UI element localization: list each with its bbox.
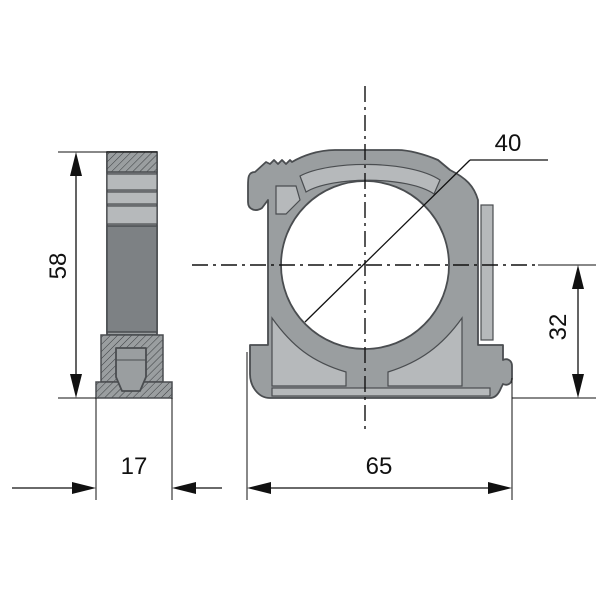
front-view-latch [275,185,301,215]
side-view-groove-3 [106,205,158,225]
dimension-height: 58 [45,151,157,399]
front-view-side-slot [480,204,494,341]
thickness-arrow-left [72,482,96,494]
diameter-leader-line [304,159,471,323]
thickness-label: 17 [121,453,148,480]
front-view-top-band [299,163,441,195]
width-arrow-right [488,482,512,494]
front-view-right-wing [387,316,463,387]
thickness-arrow-right [172,482,196,494]
axis-height-arrow-bottom [572,374,584,398]
width-arrow-left [247,482,271,494]
dimension-width: 65 [246,352,513,500]
height-arrow-top [70,152,82,176]
axis-height-label: 32 [545,314,572,341]
side-view-groove-1 [106,173,158,191]
side-view-screw-boss [115,347,147,392]
diameter-label: 40 [495,130,522,157]
side-view [95,151,173,399]
dimension-diameter: 40 [304,130,548,323]
side-view-top-section [106,151,158,173]
side-view-groove-2 [106,191,158,205]
dimension-axis-height: 32 [512,264,596,399]
front-view-left-wing [271,316,347,387]
height-arrow-bottom [70,374,82,398]
front-view-base-strip [271,387,491,397]
front-view [247,149,513,399]
axis-height-arrow-top [572,265,584,289]
height-label: 58 [45,253,72,280]
dimension-thickness: 17 [12,398,222,500]
side-view-middle-band [106,225,158,333]
width-label: 65 [366,453,393,480]
